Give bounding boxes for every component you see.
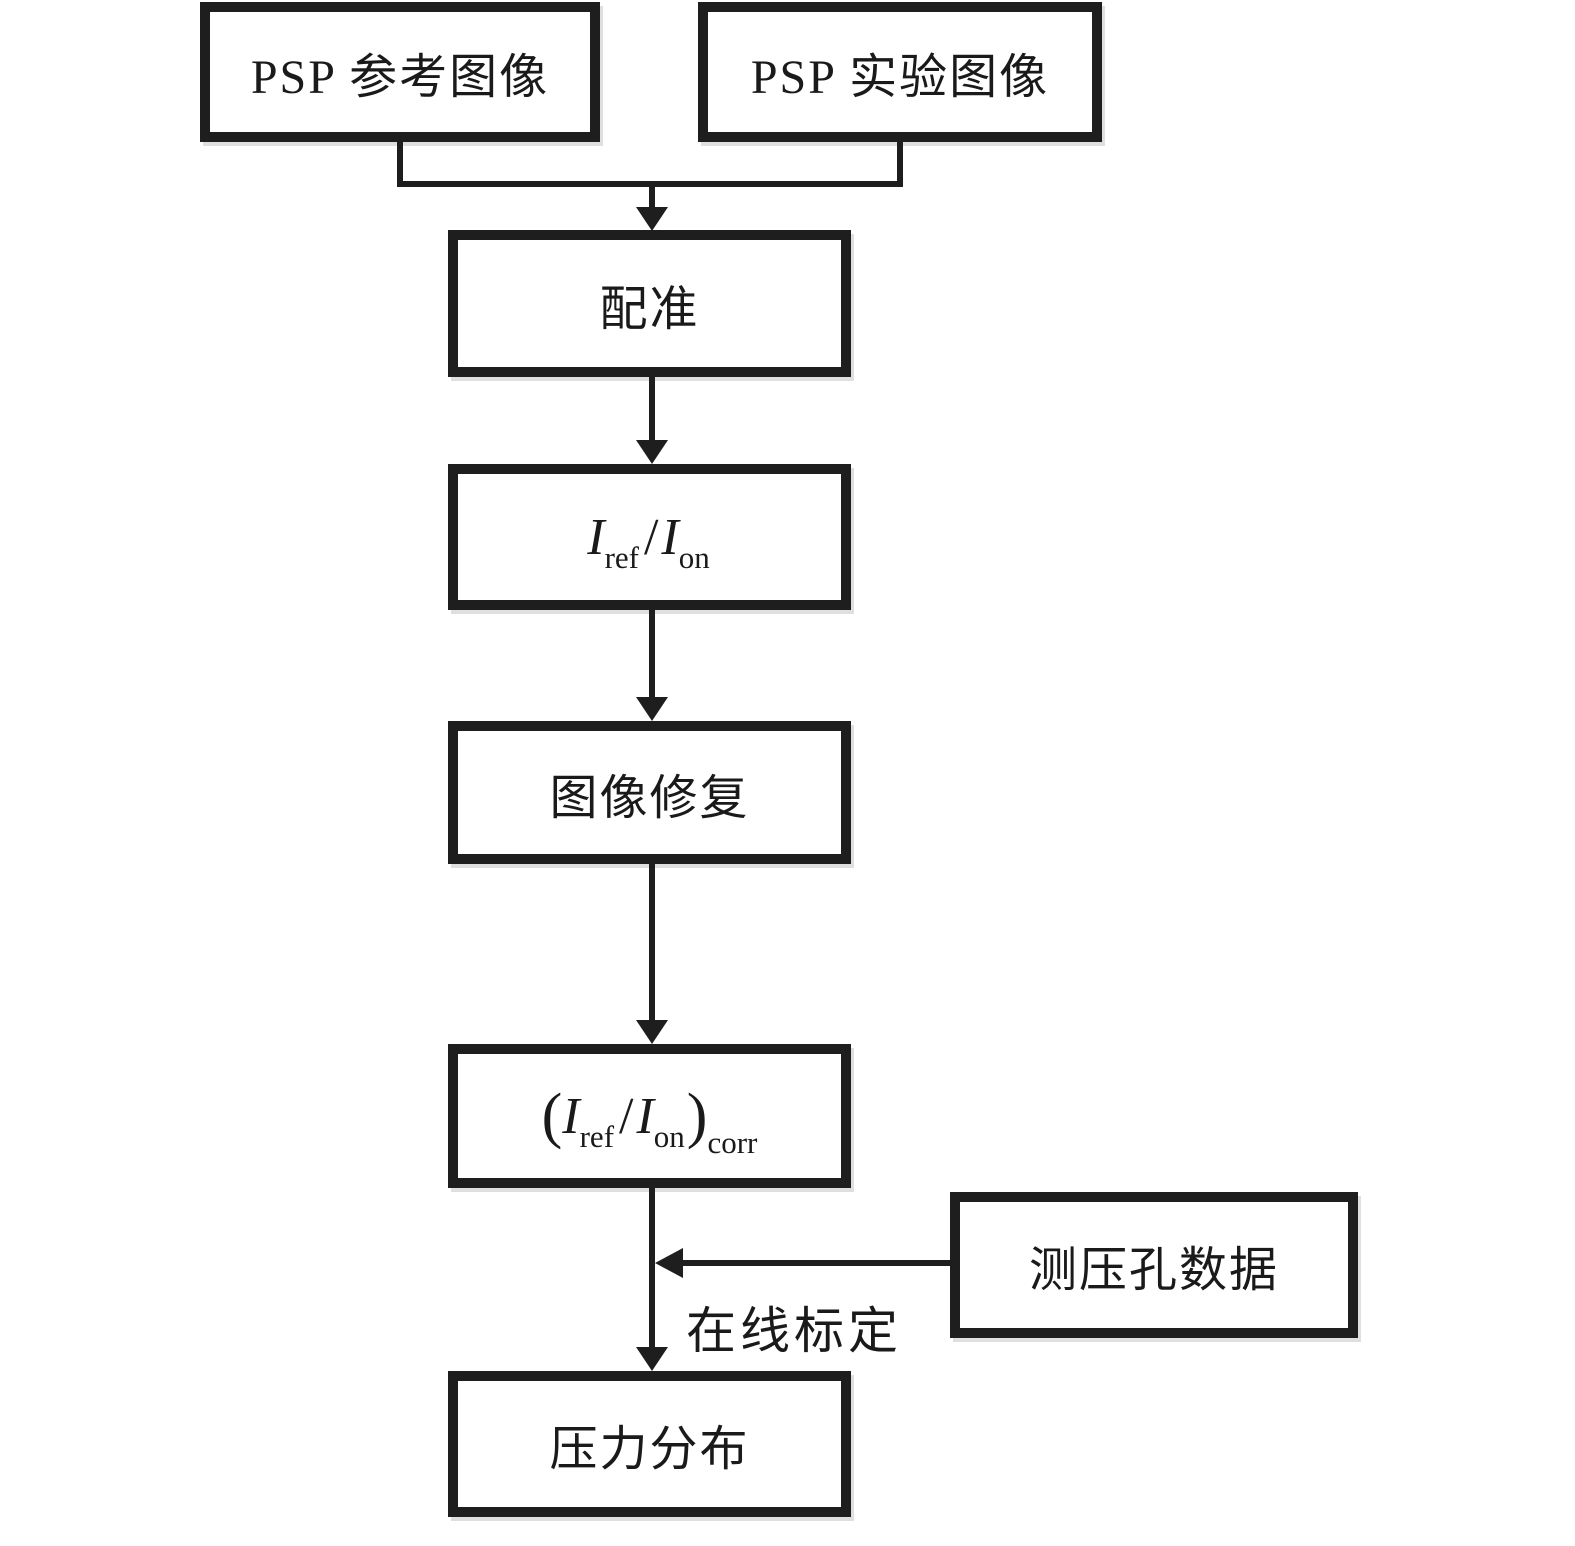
intensity-ratio-formula: Iref/Ion xyxy=(587,508,712,575)
node-intensity-ratio: Iref/Ion xyxy=(448,464,851,610)
corr-open-paren: ( xyxy=(541,1081,563,1150)
corr-base-2: I xyxy=(636,1087,654,1145)
connector-taps-to-mainline xyxy=(683,1260,950,1266)
connector-corrected-ratio-to-pressure xyxy=(649,1188,655,1347)
connector-merge-stem xyxy=(649,187,655,209)
node-psp-experiment-image-label: PSP 实验图像 xyxy=(750,51,1050,104)
connector-psp-experiment-drop xyxy=(897,142,903,184)
ratio-sub-1: ref xyxy=(604,539,639,575)
node-image-inpainting: 图像修复 xyxy=(448,721,851,864)
corrected-ratio-formula: (Iref/Ion)corr xyxy=(541,1081,758,1160)
node-corrected-ratio: (Iref/Ion)corr xyxy=(448,1044,851,1188)
node-pressure-tap-data: 测压孔数据 xyxy=(950,1192,1358,1338)
arrowhead-into-pressure-distribution xyxy=(636,1347,668,1371)
node-psp-experiment-image: PSP 实验图像 xyxy=(698,2,1102,142)
arrowhead-taps-into-mainline xyxy=(655,1248,683,1278)
node-psp-reference-image-label: PSP 参考图像 xyxy=(250,51,550,104)
connector-ratio-to-inpainting xyxy=(649,610,655,697)
node-psp-reference-image: PSP 参考图像 xyxy=(200,2,600,142)
arrowhead-into-inpainting xyxy=(636,697,668,721)
ratio-base-2: I xyxy=(661,508,679,566)
connector-merge-horizontal xyxy=(397,181,903,187)
corr-base-1: I xyxy=(562,1087,580,1145)
connector-registration-to-ratio xyxy=(649,377,655,441)
corr-divider: / xyxy=(619,1087,634,1145)
connector-psp-reference-drop xyxy=(397,142,403,184)
node-image-inpainting-label: 图像修复 xyxy=(549,771,750,825)
connector-inpainting-to-corrected-ratio xyxy=(649,864,655,1020)
node-pressure-distribution: 压力分布 xyxy=(448,1371,851,1517)
node-registration: 配准 xyxy=(448,230,851,377)
ratio-divider: / xyxy=(643,508,659,566)
node-registration-label: 配准 xyxy=(599,282,700,336)
corr-outer-sub: corr xyxy=(707,1124,758,1160)
ratio-sub-2: on xyxy=(678,539,710,575)
arrowhead-into-corrected-ratio xyxy=(636,1020,668,1044)
ratio-base-1: I xyxy=(587,508,605,566)
corr-close-paren: ) xyxy=(686,1081,708,1150)
node-pressure-distribution-label: 压力分布 xyxy=(549,1423,750,1476)
edge-label-online-calibration: 在线标定 xyxy=(686,1303,902,1359)
node-pressure-tap-data-label: 测压孔数据 xyxy=(1028,1244,1279,1297)
arrowhead-into-ratio xyxy=(636,440,668,464)
corr-sub-2: on xyxy=(653,1118,685,1154)
arrowhead-into-registration xyxy=(636,207,668,231)
corr-sub-1: ref xyxy=(579,1118,615,1154)
